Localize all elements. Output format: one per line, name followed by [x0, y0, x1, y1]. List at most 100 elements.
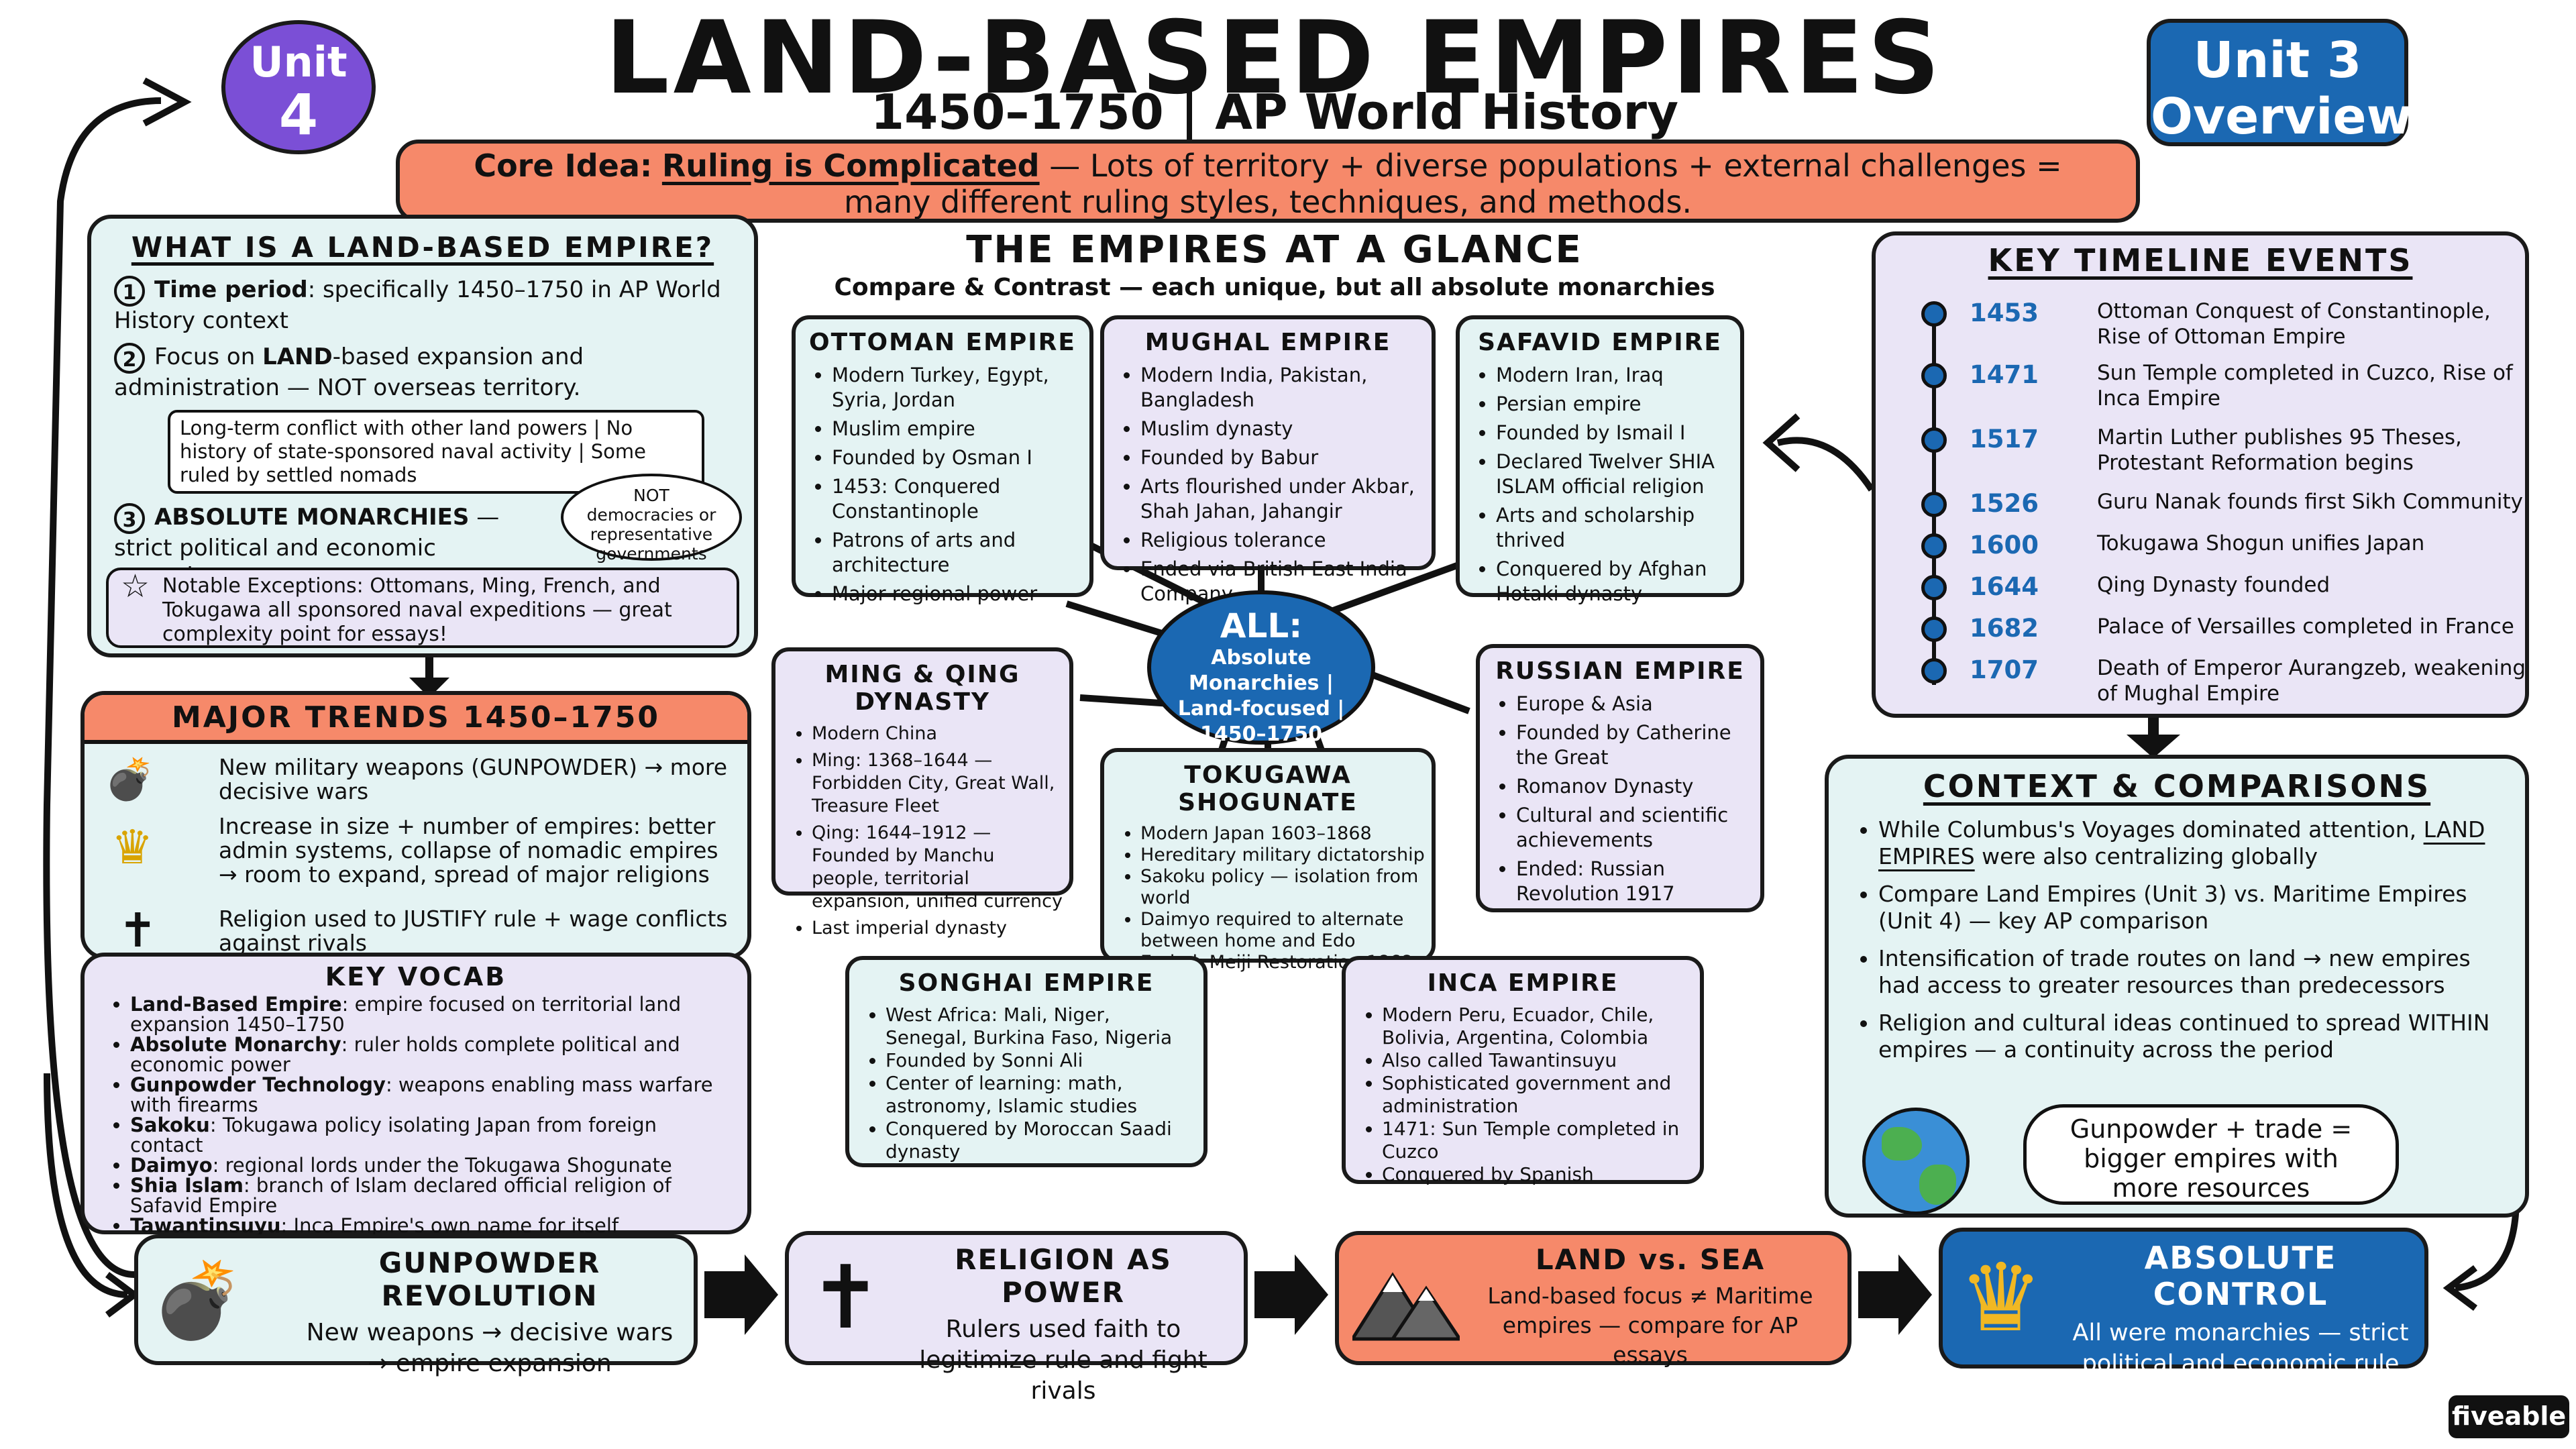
timeline-panel: KEY TIMELINE EVENTS 1453 Ottoman Conques… — [1872, 231, 2529, 718]
list-item: Romanov Dynasty — [1516, 774, 1754, 799]
list-item: Religion and cultural ideas continued to… — [1878, 1010, 2505, 1063]
tokugawa-title: TOKUGAWA SHOGUNATE — [1178, 761, 1358, 816]
cannon-icon: 💣 — [152, 1257, 244, 1343]
list-item: Ended: Russian Revolution 1917 — [1516, 857, 1754, 906]
songhai-title: SONGHAI EMPIRE — [898, 969, 1155, 997]
list-item: Last imperial dynasty — [812, 917, 1063, 940]
vocab-panel: KEY VOCAB Land-Based Empire: empire focu… — [80, 953, 751, 1236]
timeline-year: 1682 — [1970, 614, 2039, 643]
ottoman-list: Modern Turkey, Egypt, Syria, Jordan Musl… — [802, 363, 1083, 606]
item3-bold: ABSOLUTE MONARCHIES — [154, 504, 470, 531]
list-item: Persian empire — [1496, 392, 1733, 417]
list-item: Modern Iran, Iraq — [1496, 363, 1733, 388]
unit3-overview-badge: Unit 3 Overview — [2147, 19, 2412, 146]
list-item: Arts flourished under Akbar, Shah Jahan,… — [1140, 474, 1425, 524]
list-item: Conquered by Moroccan Saadi dynasty — [885, 1118, 1197, 1163]
vocab-term: Gunpowder Technology — [130, 1073, 386, 1096]
list-item: Modern Peru, Ecuador, Chile, Bolivia, Ar… — [1382, 1004, 1693, 1049]
land-title: LAND vs. SEA — [1535, 1243, 1766, 1276]
context-panel: CONTEXT & COMPARISONS While Columbus's V… — [1825, 755, 2529, 1218]
list-item: Sophisticated government and administrat… — [1382, 1072, 1693, 1118]
mughal-card: MUGHAL EMPIRE Modern India, Pakistan, Ba… — [1100, 315, 1436, 605]
timeline-dot — [1921, 427, 1947, 453]
timeline-dot — [1921, 301, 1947, 327]
vocab-item: Sakoku: Tokugawa policy isolating Japan … — [130, 1115, 731, 1155]
timeline-year: 1707 — [1970, 655, 2039, 684]
gunpowder-revolution-card: 💣 GUNPOWDER REVOLUTION New weapons → dec… — [134, 1234, 698, 1377]
globe-icon — [1862, 1108, 1970, 1215]
timeline-year: 1526 — [1970, 489, 2039, 518]
safavid-title: SAFAVID EMPIRE — [1478, 329, 1722, 356]
core-idea-highlight: Ruling is Complicated — [661, 148, 1040, 184]
item2-pre: Focus on — [154, 343, 263, 370]
absolute-control-card: ♛ ABSOLUTE CONTROL All were monarchies —… — [1939, 1228, 2428, 1377]
ottoman-title: OTTOMAN EMPIRE — [808, 329, 1076, 356]
timeline-text: Sun Temple completed in Cuzco, Rise of I… — [2097, 361, 2513, 411]
vocab-item: Absolute Monarchy: ruler holds complete … — [130, 1034, 731, 1075]
cannon-icon: 💣 — [105, 756, 155, 803]
page-subtitle: 1450–1750 | AP World History — [871, 84, 1678, 140]
religion-power-card: ✝ RELIGION AS POWER Rulers used faith to… — [785, 1231, 1248, 1405]
absolute-text: All were monarchies — strict political a… — [2072, 1320, 2409, 1377]
list-item: Founded by Babur — [1140, 445, 1425, 470]
vocab-list: Land-Based Empire: empire focused on ter… — [101, 994, 731, 1236]
list-item: Daimyo required to alternate between hom… — [1140, 909, 1425, 952]
unit3-line1: Unit 3 — [2193, 32, 2362, 89]
timeline-event: 1453 Ottoman Conquest of Constantinople,… — [1876, 296, 2525, 356]
context-item1-post: were also centralizing globally — [1974, 843, 2318, 869]
list-item: Founded by Osman I — [832, 445, 1083, 470]
list-item: Ming: 1368–1644 — Forbidden City, Great … — [812, 749, 1063, 818]
timeline-event: 1644 Qing Dynasty founded — [1876, 570, 2525, 630]
what-is-note: Long-term conflict with other land power… — [168, 410, 704, 494]
vocab-item: Shia Islam: branch of Islam declared off… — [130, 1175, 731, 1216]
trend-row: ♛ Increase in size + number of empires: … — [98, 814, 742, 887]
vocab-def: : weapons enabling mass warfare with fir… — [130, 1073, 713, 1116]
list-item: Muslim dynasty — [1140, 417, 1425, 441]
mountain-icon — [1349, 1262, 1463, 1342]
religion-text: Rulers used faith to legitimize rule and… — [919, 1316, 1208, 1405]
list-item: Modern Turkey, Egypt, Syria, Jordan — [832, 363, 1083, 413]
vocab-term: Sakoku — [130, 1114, 210, 1136]
page-title: LAND-BASED EMPIRES — [605, 0, 1944, 117]
ottoman-card: OTTOMAN EMPIRE Modern Turkey, Egypt, Syr… — [792, 315, 1093, 605]
trend-text: New military weapons (GUNPOWDER) → more … — [219, 754, 728, 804]
trend-row: 💣 New military weapons (GUNPOWDER) → mor… — [98, 755, 742, 804]
item2-text: -based expansion and administration — NO… — [114, 343, 584, 401]
crown-icon: ♛ — [1959, 1244, 2043, 1353]
timeline-text: Martin Luther publishes 95 Theses, Prote… — [2097, 425, 2462, 475]
unit4-label: Unit — [250, 38, 347, 87]
vocab-term: Tawantinsuyu — [130, 1214, 281, 1237]
list-item: While Columbus's Voyages dominated atten… — [1878, 816, 2505, 870]
inca-title: INCA EMPIRE — [1427, 969, 1619, 997]
list-item: Modern China — [812, 722, 1063, 745]
vocab-def: : empire focused on territorial land exp… — [130, 993, 682, 1036]
safavid-list: Modern Iran, Iraq Persian empire Founded… — [1466, 363, 1733, 606]
vocab-term: Daimyo — [130, 1154, 213, 1177]
exceptions-box: ☆ Notable Exceptions: Ottomans, Ming, Fr… — [106, 568, 739, 648]
timeline-event: 1526 Guru Nanak founds first Sikh Commun… — [1876, 486, 2525, 547]
core-idea-banner: Core Idea: Ruling is Complicated — Lots … — [396, 140, 2140, 223]
list-item: Center of learning: math, astronomy, Isl… — [885, 1072, 1197, 1118]
timeline-dot — [1921, 533, 1947, 559]
mughal-title: MUGHAL EMPIRE — [1144, 329, 1391, 356]
tokugawa-list: Modern Japan 1603–1868 Hereditary milita… — [1111, 823, 1425, 973]
vocab-def: : ruler holds complete political and eco… — [130, 1033, 680, 1076]
trend-text: Increase in size + number of empires: be… — [219, 813, 718, 888]
vocab-title: KEY VOCAB — [325, 962, 507, 991]
vocab-def: : Inca Empire's own name for itself — [280, 1214, 619, 1237]
timeline-dot — [1921, 616, 1947, 642]
vocab-item: Tawantinsuyu: Inca Empire's own name for… — [130, 1216, 731, 1236]
core-idea-rest: — Lots of territory + diverse population… — [1039, 148, 2062, 184]
mountain-shape — [1349, 1272, 1463, 1341]
timeline-year: 1453 — [1970, 299, 2039, 327]
trends-title: MAJOR TRENDS 1450–1750 — [85, 695, 747, 744]
religion-title: RELIGION AS POWER — [955, 1243, 1172, 1309]
cross-icon: ✝ — [118, 903, 158, 958]
ming-qing-title: MING & QING DYNASTY — [824, 661, 1020, 716]
exceptions-text: Notable Exceptions: Ottomans, Ming, Fren… — [162, 574, 672, 646]
glance-subtitle: Compare & Contrast — each unique, but al… — [834, 274, 1715, 301]
russian-list: Europe & Asia Founded by Catherine the G… — [1487, 692, 1754, 906]
list-item: Modern Japan 1603–1868 — [1140, 823, 1425, 845]
